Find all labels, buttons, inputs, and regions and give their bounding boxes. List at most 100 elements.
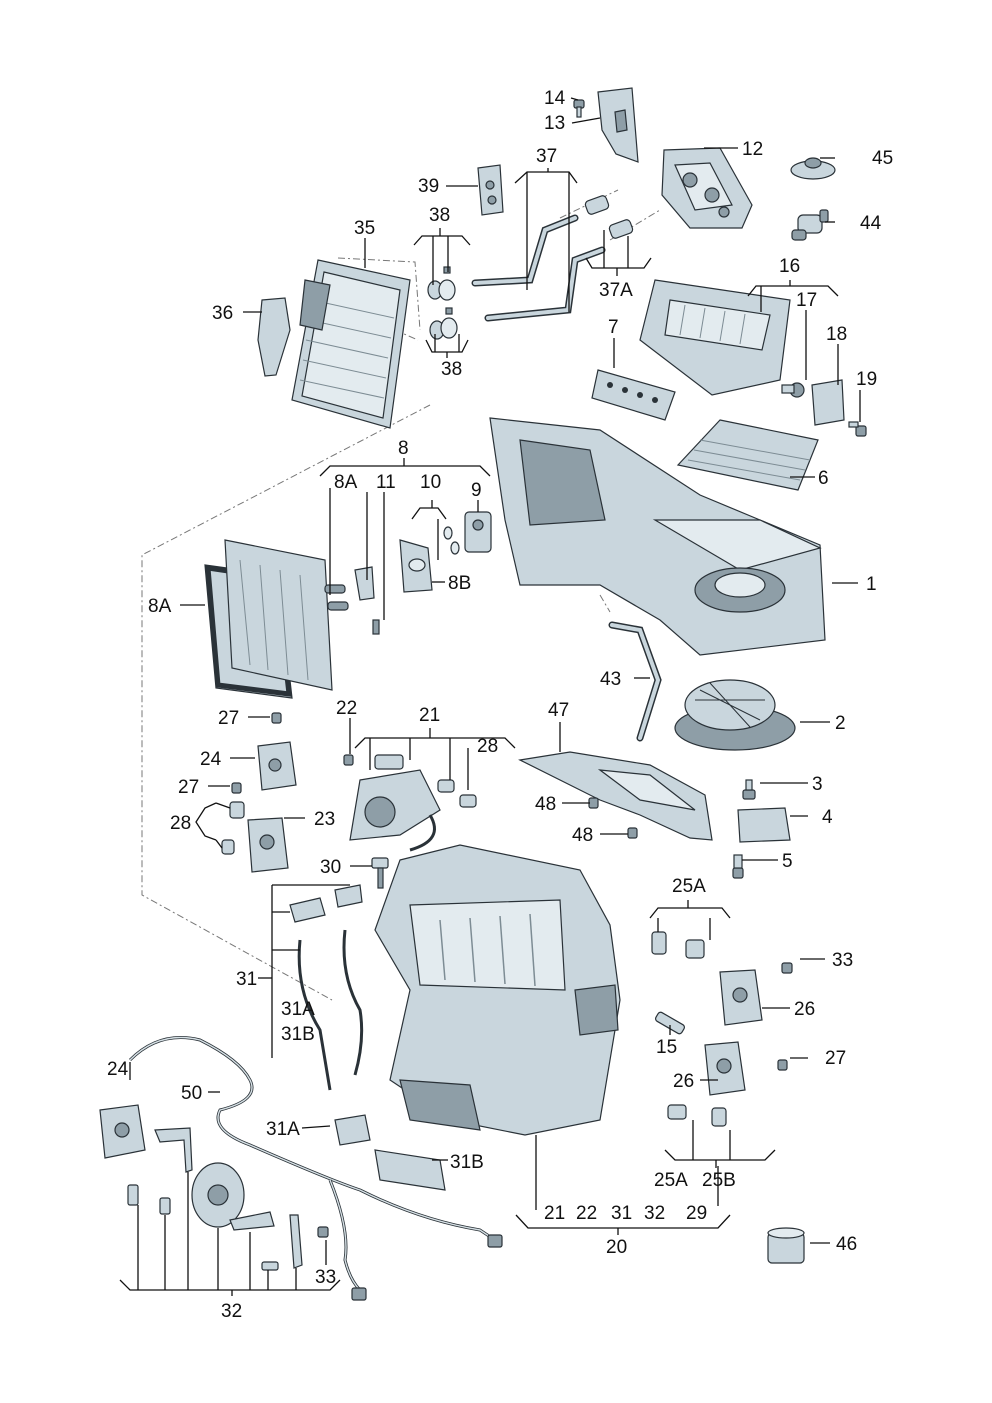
part-31-cables	[289, 884, 446, 1191]
callout-36: 36	[212, 303, 233, 324]
part-36-bracket	[257, 297, 291, 377]
callout-3: 3	[812, 774, 823, 795]
part-8-evaporator	[224, 539, 349, 691]
part-27-screws	[231, 712, 788, 1071]
callout-7: 7	[608, 317, 619, 338]
callout-32: 32	[221, 1301, 242, 1322]
part-35-heat-exchanger	[291, 259, 411, 429]
part-16-air-housing	[639, 279, 791, 396]
leader-lines	[119, 97, 861, 1296]
callout-39: 39	[418, 176, 439, 197]
callout-31b-top: 31B	[281, 1024, 315, 1045]
part-18-clip	[811, 379, 845, 426]
part-4-cover	[737, 807, 791, 843]
callout-20-item-21: 21	[544, 1203, 565, 1224]
callout-5: 5	[782, 851, 793, 872]
part-47-insulation-panel	[518, 751, 713, 841]
part-50-wiring-harness	[128, 1036, 503, 1301]
part-2-blower	[674, 679, 796, 751]
callout-8a-top: 8A	[334, 472, 358, 493]
part-38-seals	[427, 266, 458, 340]
part-5-screw	[732, 854, 744, 879]
callout-26-top: 26	[794, 999, 815, 1020]
callout-48-top: 48	[535, 794, 556, 815]
callout-13: 13	[544, 113, 565, 134]
part-13-bracket	[597, 87, 639, 163]
callout-8: 8	[398, 438, 409, 459]
part-8b-bracket	[399, 539, 433, 593]
callout-1: 1	[866, 574, 877, 595]
callout-8b: 8B	[448, 573, 471, 594]
part-37-refrigerant-lines	[471, 195, 634, 322]
part-43-drain-hose	[608, 621, 662, 742]
callout-37: 37	[536, 146, 557, 167]
callout-14: 14	[544, 88, 566, 109]
callout-38-top: 38	[429, 205, 450, 226]
callout-30: 30	[320, 857, 341, 878]
part-14-screw	[573, 99, 585, 118]
part-21-flap-mechanism	[349, 754, 441, 852]
part-44-grommet	[791, 209, 829, 241]
callout-33-bottom: 33	[315, 1267, 336, 1288]
callout-11: 11	[376, 472, 396, 493]
callout-25a-top: 25A	[672, 876, 706, 897]
callout-43: 43	[600, 669, 621, 690]
callout-45: 45	[872, 148, 893, 169]
part-12-gasket-plate	[661, 147, 753, 229]
callout-labels: 14 13 37 12 45 39 38 35 44 16 37A 17 36 …	[107, 88, 893, 1322]
part-6-filter	[676, 419, 819, 491]
part-9-expansion-valve	[464, 511, 492, 553]
callout-47: 47	[548, 700, 569, 721]
callout-33-right: 33	[832, 950, 853, 971]
part-32-flap-linkage-set	[127, 1127, 303, 1271]
callout-35: 35	[354, 218, 375, 239]
callout-27-mid: 27	[178, 777, 199, 798]
callout-29: 29	[686, 1203, 707, 1224]
callout-23: 23	[314, 809, 335, 830]
callout-25a-bottom: 25A	[654, 1170, 688, 1191]
callout-2: 2	[835, 713, 846, 734]
part-11-bracket	[354, 566, 380, 635]
callout-37a: 37A	[599, 280, 633, 301]
callout-50: 50	[181, 1083, 202, 1104]
callout-27-top: 27	[218, 708, 239, 729]
callout-26-bottom: 26	[673, 1071, 694, 1092]
part-15-sensor	[655, 1011, 685, 1035]
part-1-air-distribution-housing	[489, 417, 826, 656]
callout-22: 22	[336, 698, 357, 719]
callout-31: 31	[236, 969, 257, 990]
callout-10: 10	[420, 472, 441, 493]
callout-31b-bottom: 31B	[450, 1152, 484, 1173]
part-25-sensors	[651, 931, 727, 1127]
callout-28-right: 28	[477, 736, 498, 757]
callout-21: 21	[419, 705, 440, 726]
callout-20-item-32: 32	[644, 1203, 665, 1224]
part-19-screw	[848, 421, 867, 437]
part-24-actuator	[99, 741, 297, 1159]
callout-17: 17	[796, 290, 817, 311]
part-10-o-rings	[443, 526, 460, 555]
callout-20-item-31: 31	[611, 1203, 632, 1224]
part-28-clips	[221, 779, 477, 855]
callout-4: 4	[822, 807, 833, 828]
callout-16: 16	[779, 256, 800, 277]
callout-6: 6	[818, 468, 829, 489]
callout-27-right: 27	[825, 1048, 846, 1069]
callout-28-left: 28	[170, 813, 191, 834]
part-22-screw	[343, 754, 354, 766]
callout-24-top: 24	[200, 749, 222, 770]
callout-31a-top: 31A	[281, 999, 315, 1020]
part-45-cap	[790, 157, 836, 180]
callout-8a-left: 8A	[148, 596, 172, 617]
callout-9: 9	[471, 480, 482, 501]
part-17-pin	[781, 382, 805, 398]
callout-18: 18	[826, 324, 847, 345]
callout-12: 12	[742, 139, 763, 160]
callout-20: 20	[606, 1237, 627, 1258]
callout-48-bottom: 48	[572, 825, 593, 846]
callout-20-item-22: 22	[576, 1203, 597, 1224]
part-23-actuator	[247, 817, 289, 873]
callout-31a-bottom: 31A	[266, 1119, 300, 1140]
callout-46: 46	[836, 1234, 857, 1255]
